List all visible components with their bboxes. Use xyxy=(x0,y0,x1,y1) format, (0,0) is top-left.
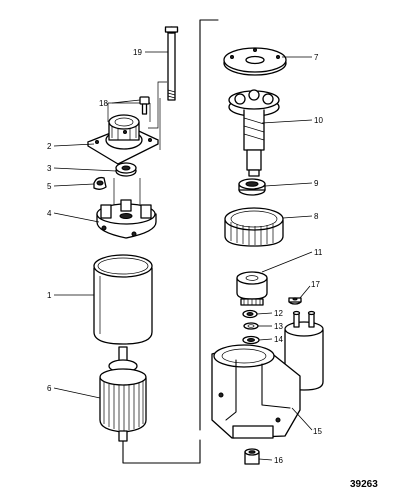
drive-pinion-clutch xyxy=(236,271,268,306)
callout-18: 18 xyxy=(99,99,108,108)
drive-end-plate xyxy=(223,47,287,76)
callout-5: 5 xyxy=(47,182,52,191)
brush-holder xyxy=(96,199,157,239)
callout-10: 10 xyxy=(314,116,323,125)
shaft-collar xyxy=(242,335,260,345)
callout-16: 16 xyxy=(274,456,283,465)
shaft-bearing xyxy=(238,178,266,196)
callout-13: 13 xyxy=(274,322,283,331)
drive-bushing xyxy=(244,448,260,465)
planetary-gear-carrier xyxy=(228,89,280,177)
callout-14: 14 xyxy=(274,335,283,344)
terminal-nut xyxy=(288,297,302,305)
callout-labels: 19 18 2 3 5 4 1 6 7 10 9 8 11 12 13 14 1… xyxy=(47,48,323,465)
end-cap-bearing xyxy=(115,162,137,177)
ring-gear xyxy=(224,207,284,247)
through-bolt xyxy=(164,26,179,101)
drive-housing-solenoid xyxy=(211,310,324,439)
callout-17: 17 xyxy=(311,280,320,289)
commutator-end-cap xyxy=(87,114,159,165)
callout-11: 11 xyxy=(314,248,323,257)
assembly-connector-line xyxy=(107,19,219,464)
armature xyxy=(99,346,147,442)
callout-9: 9 xyxy=(314,179,319,188)
figure-number: 39263 xyxy=(350,479,378,490)
callout-4: 4 xyxy=(47,209,52,218)
callout-8: 8 xyxy=(314,212,319,221)
callout-19: 19 xyxy=(133,48,142,57)
end-cap-screw xyxy=(139,96,150,115)
leader-lines xyxy=(53,51,313,461)
callout-7: 7 xyxy=(314,53,319,62)
thrust-washer xyxy=(243,322,259,330)
field-frame xyxy=(93,254,153,345)
callout-3: 3 xyxy=(47,164,52,173)
callout-1: 1 xyxy=(47,291,52,300)
callout-15: 15 xyxy=(313,427,322,436)
retaining-ring xyxy=(242,309,258,319)
callout-6: 6 xyxy=(47,384,52,393)
callout-2: 2 xyxy=(47,142,52,151)
brush-spring xyxy=(93,176,107,190)
callout-12: 12 xyxy=(274,309,283,318)
